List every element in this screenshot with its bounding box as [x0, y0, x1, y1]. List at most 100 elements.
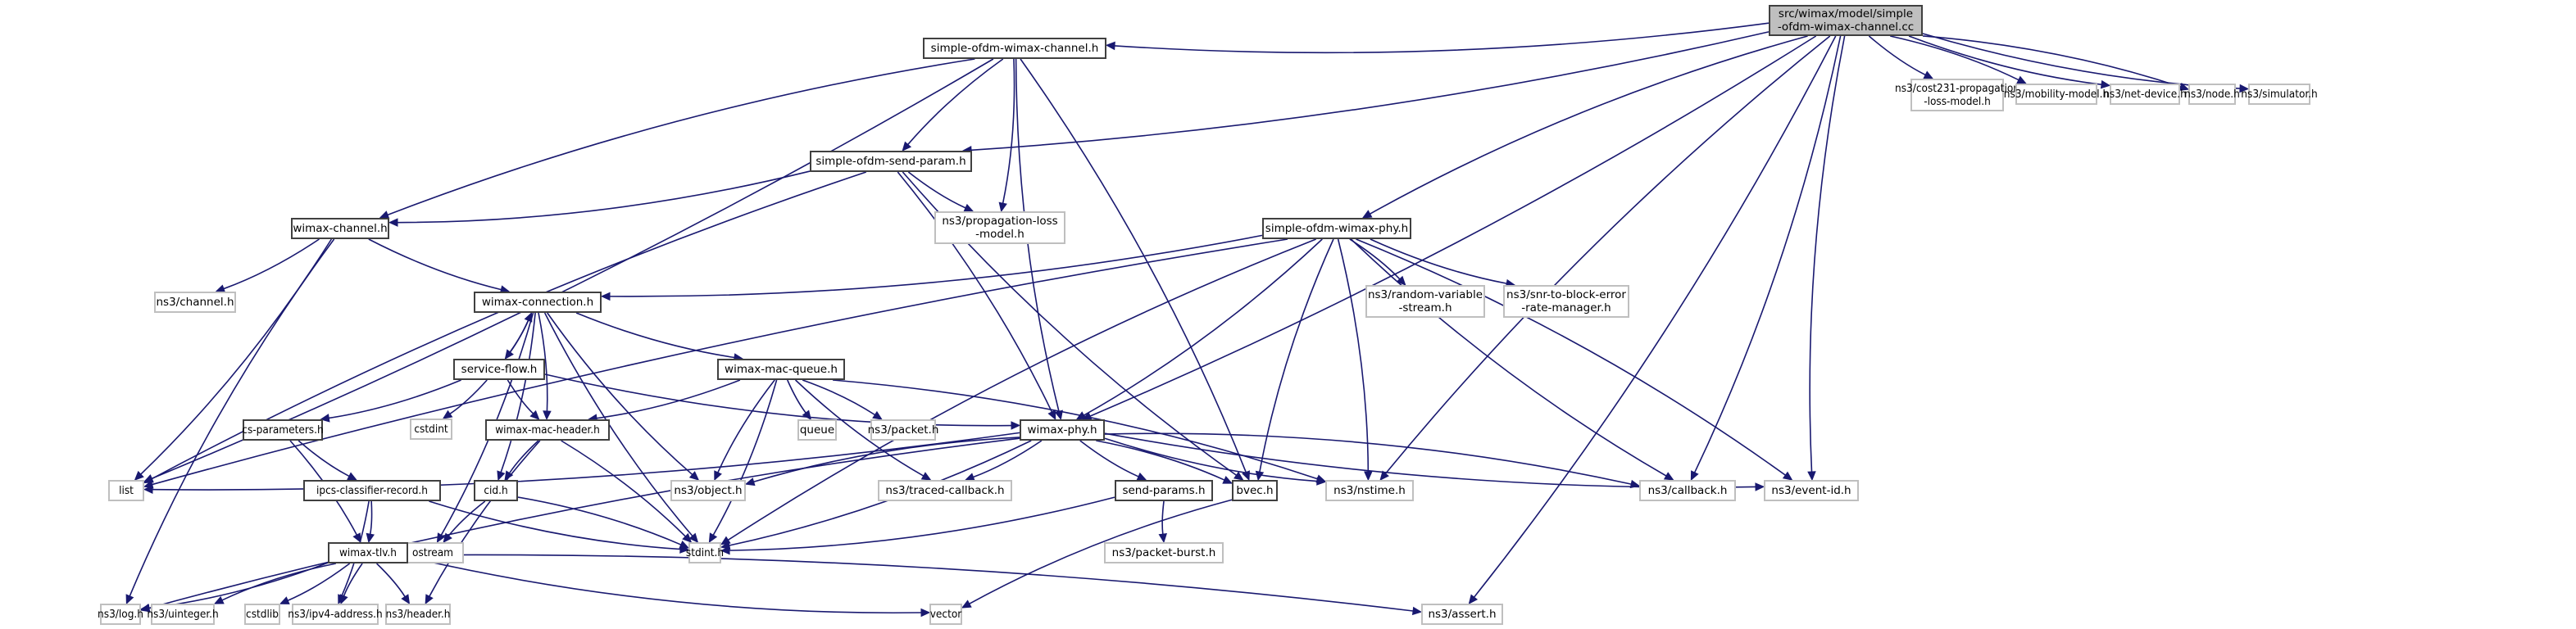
node-wphy[interactable]: wimax-phy.h — [1020, 419, 1105, 441]
arrowhead-icon — [963, 203, 975, 212]
node-label: send-params.h — [1122, 484, 1206, 497]
node-label: ns3/event-id.h — [1771, 484, 1851, 497]
node-wchan[interactable]: wimax-channel.h — [291, 218, 389, 239]
node-label: wimax-connection.h — [481, 296, 594, 309]
node-netdevice: ns3/net-device.h — [2103, 84, 2187, 105]
edge-wtlv-to-ipv4 — [343, 563, 363, 596]
edge-cid-to-stdint — [517, 496, 682, 545]
node-callback: ns3/callback.h — [1639, 480, 1736, 501]
arrowhead-icon — [961, 600, 972, 609]
node-label: src/wimax/model/simple -ofdm-wimax-chann… — [1777, 7, 1915, 34]
node-csparam[interactable]: cs-parameters.h — [242, 419, 324, 441]
arrowhead-icon — [1361, 210, 1373, 219]
node-label: service-flow.h — [461, 363, 538, 376]
arrowhead-icon — [388, 218, 398, 227]
node-label: ns3/nstime.h — [1333, 484, 1406, 497]
arrowhead-icon — [2100, 79, 2111, 89]
edge-sosp-to-wphy — [897, 171, 1053, 413]
arrowhead-icon — [352, 532, 361, 544]
node-sowc-h[interactable]: simple-ofdm-wimax-channel.h — [923, 38, 1106, 59]
edge-wconn-to-object — [547, 312, 693, 476]
node-bvec[interactable]: bvec.h — [1232, 480, 1278, 501]
arrowhead-icon — [688, 532, 699, 543]
arrowhead-icon — [1411, 606, 1423, 616]
edge-sowc_h-to-list — [151, 58, 994, 479]
node-label: ns3/packet.h — [867, 423, 939, 437]
edge-wconn-to-wmh — [538, 312, 548, 412]
node-channel: ns3/channel.h — [154, 292, 236, 313]
arrowhead-icon — [1047, 410, 1056, 421]
node-label: stdint.h — [685, 546, 725, 559]
arrowhead-icon — [902, 141, 912, 152]
arrowhead-icon — [504, 470, 514, 482]
edge-csparam-to-ipcs — [298, 440, 350, 477]
edge-sowp-to-snr — [1370, 238, 1507, 284]
node-label: ns3/node.h — [2184, 88, 2240, 101]
node-nstime: ns3/nstime.h — [1325, 480, 1414, 501]
node-wmq[interactable]: wimax-mac-queue.h — [717, 359, 845, 380]
edge-wtlv-to-assert — [407, 554, 1414, 612]
edge-sflow-to-cstdint — [449, 379, 488, 414]
node-label: ns3/object.h — [674, 484, 743, 497]
arrowhead-icon — [524, 311, 533, 323]
arrowhead-icon — [1364, 471, 1373, 482]
arrowhead-icon — [714, 470, 722, 482]
arrowhead-icon — [688, 471, 700, 481]
edge-root-to-assert — [1473, 35, 1837, 598]
node-label: ns3/net-device.h — [2103, 88, 2187, 101]
node-sendparams[interactable]: send-params.h — [1115, 480, 1213, 501]
node-sowp[interactable]: simple-ofdm-wimax-phy.h — [1262, 218, 1411, 239]
node-cid[interactable]: cid.h — [474, 480, 518, 501]
edge-sowp-to-stdint — [727, 238, 1316, 541]
edge-root-to-callback — [1693, 35, 1842, 473]
arrowhead-icon — [1136, 472, 1147, 481]
edge-wtlv-to-cstdlib — [287, 563, 351, 601]
node-label: ns3/cost231-propagation -loss-model.h — [1895, 82, 2020, 108]
edge-wchan-to-wconn — [368, 238, 502, 291]
node-node: ns3/node.h — [2184, 84, 2240, 105]
arrowhead-icon — [1807, 471, 1816, 482]
edge-wconn-to-stdint — [543, 312, 693, 536]
node-ipv4: ns3/ipv4-address.h — [288, 604, 383, 625]
node-label: wimax-channel.h — [293, 222, 388, 235]
node-wmh[interactable]: wimax-mac-header.h — [485, 419, 610, 441]
node-sosp[interactable]: simple-ofdm-send-param.h — [810, 151, 972, 172]
arrowhead-icon — [134, 470, 144, 481]
node-wconn[interactable]: wimax-connection.h — [474, 292, 602, 313]
arrowhead-icon — [872, 410, 883, 420]
arrowhead-icon — [442, 410, 453, 419]
arrowhead-icon — [600, 292, 611, 301]
node-snr: ns3/snr-to-block-error -rate-manager.h — [1503, 285, 1629, 318]
arrowhead-icon — [720, 545, 730, 555]
node-mobility: ns3/mobility-model.h — [2004, 84, 2109, 105]
node-sflow[interactable]: service-flow.h — [453, 359, 545, 380]
arrowhead-icon — [744, 477, 756, 486]
node-ipcs[interactable]: ipcs-classifier-record.h — [303, 480, 441, 501]
arrowhead-icon — [1690, 470, 1699, 482]
node-label: wimax-tlv.h — [339, 546, 397, 559]
edge-root-to-netdevice — [1908, 35, 2102, 85]
edge-wphy-to-nstime — [1104, 437, 1318, 482]
edge-sowp-to-bvec — [1259, 238, 1334, 473]
edge-ipcs-to-wtlv — [369, 500, 373, 535]
edge-wtlv-to-vector — [407, 556, 922, 614]
edge-sowp-to-callback — [1350, 238, 1667, 477]
node-label: cid.h — [484, 484, 508, 497]
edge-root-to-node — [1922, 35, 2181, 88]
edge-wphy-to-sendparams — [1079, 440, 1139, 477]
node-label: ns3/channel.h — [156, 296, 234, 309]
arrowhead-icon — [682, 532, 693, 543]
arrowhead-icon — [425, 594, 434, 605]
node-label: ns3/snr-to-block-error -rate-manager.h — [1506, 288, 1626, 314]
node-wtlv[interactable]: wimax-tlv.h — [328, 542, 408, 563]
edge-wphy-to-log — [148, 437, 1020, 609]
node-label: simple-ofdm-wimax-channel.h — [930, 42, 1099, 55]
edge-root-to-cost231 — [1868, 35, 1926, 76]
arrowhead-icon — [139, 604, 151, 613]
node-root[interactable]: src/wimax/model/simple -ofdm-wimax-chann… — [1769, 5, 1923, 36]
node-label: ns3/propagation-loss -model.h — [942, 215, 1058, 241]
edge-wchan-to-log — [129, 238, 335, 597]
node-label: ns3/traced-callback.h — [885, 484, 1005, 497]
arrowhead-icon — [497, 470, 506, 482]
edge-root-to-sosp — [970, 31, 1770, 152]
